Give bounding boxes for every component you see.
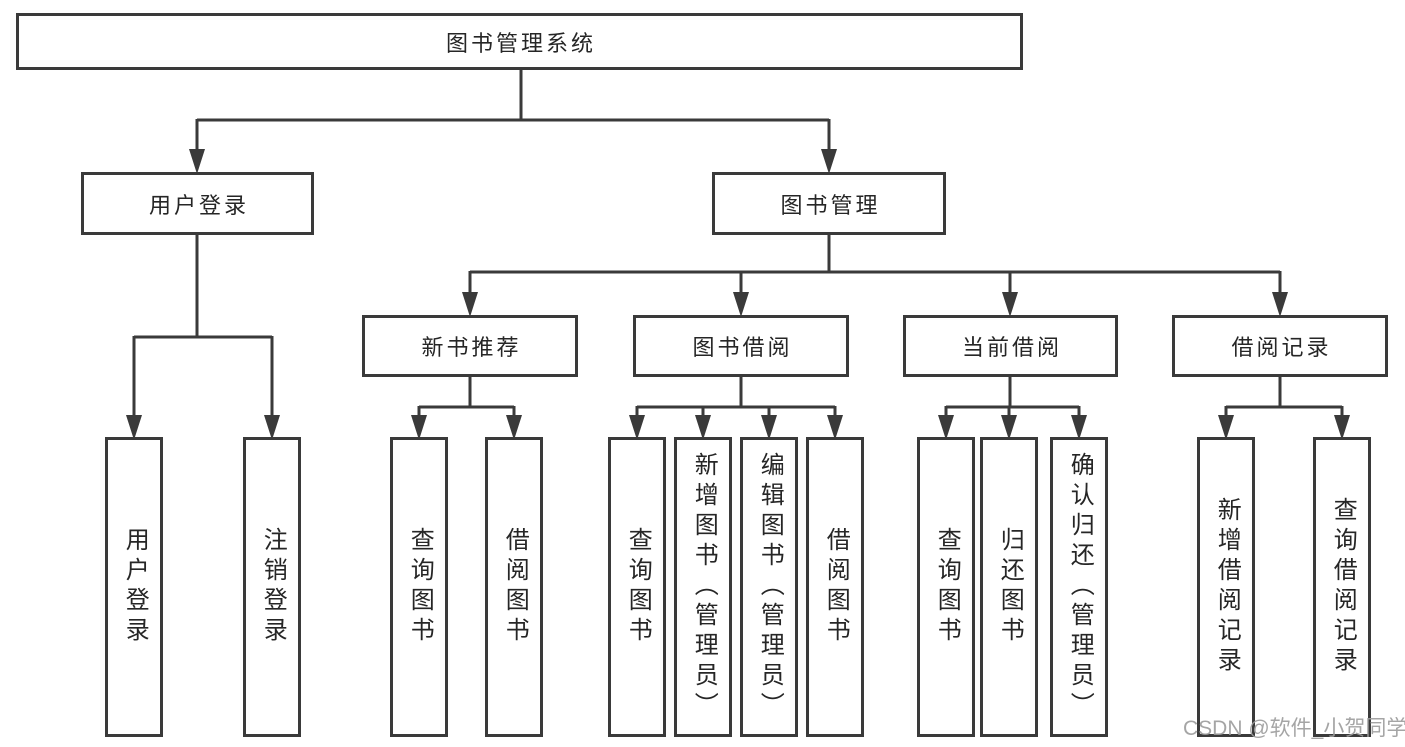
- leaf-query-borrow-record: 查询借阅记录: [1313, 437, 1371, 737]
- leaf-return-book: 归还图书: [980, 437, 1038, 737]
- leaf-query-books-current: 查询图书: [917, 437, 975, 737]
- node-new-book-recommendation: 新书推荐: [362, 315, 578, 377]
- leaf-label: 查询图书: [406, 527, 434, 647]
- leaf-query-books-recommend: 查询图书: [390, 437, 448, 737]
- leaf-add-book-admin: 新增图书（管理员）: [674, 437, 732, 737]
- leaf-query-books-borrow: 查询图书: [608, 437, 666, 737]
- node-label: 图书管理系统: [445, 30, 596, 56]
- leaf-borrow-books-borrow: 借阅图书: [806, 437, 864, 737]
- leaf-logout: 注销登录: [243, 437, 301, 737]
- leaf-label: 新增图书（管理员）: [690, 452, 718, 722]
- leaf-label: 归还图书: [996, 527, 1024, 647]
- leaf-edit-book-admin: 编辑图书（管理员）: [740, 437, 798, 737]
- node-label: 用户登录: [148, 192, 249, 218]
- node-borrowing-records: 借阅记录: [1172, 315, 1388, 377]
- leaf-add-borrow-record: 新增借阅记录: [1197, 437, 1255, 737]
- leaf-user-login: 用户登录: [105, 437, 163, 737]
- node-label: 新书推荐: [421, 335, 522, 360]
- node-label: 图书管理: [780, 192, 881, 218]
- node-book-management: 图书管理: [712, 172, 946, 235]
- leaf-label: 查询借阅记录: [1329, 497, 1357, 677]
- leaf-label: 借阅图书: [822, 527, 850, 647]
- node-user-login: 用户登录: [81, 172, 314, 235]
- node-library-management-system: 图书管理系统: [16, 13, 1023, 70]
- node-label: 图书借阅: [692, 335, 793, 360]
- leaf-label: 查询图书: [933, 527, 961, 647]
- leaf-label: 注销登录: [259, 527, 287, 647]
- leaf-confirm-return-admin: 确认归还（管理员）: [1050, 437, 1108, 737]
- leaf-label: 借阅图书: [501, 527, 529, 647]
- node-current-borrowing: 当前借阅: [903, 315, 1118, 377]
- node-label: 借阅记录: [1231, 335, 1332, 360]
- node-label: 当前借阅: [961, 335, 1062, 360]
- csdn-watermark: CSDN @软件_小贺同学: [1183, 717, 1405, 740]
- leaf-label: 查询图书: [624, 527, 652, 647]
- leaf-label: 编辑图书（管理员）: [756, 452, 784, 722]
- leaf-label: 新增借阅记录: [1213, 497, 1241, 677]
- leaf-borrow-books-recommend: 借阅图书: [485, 437, 543, 737]
- leaf-label: 确认归还（管理员）: [1066, 452, 1094, 722]
- leaf-label: 用户登录: [121, 527, 149, 647]
- node-book-borrowing: 图书借阅: [633, 315, 849, 377]
